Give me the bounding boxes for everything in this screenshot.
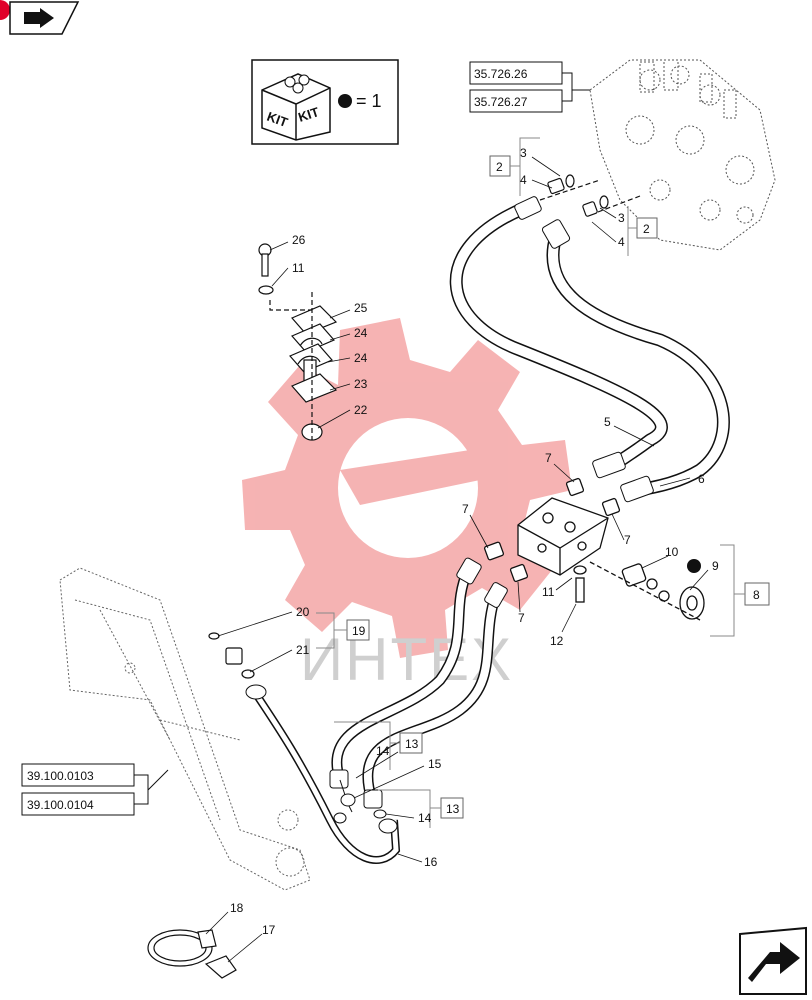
- callout-20[interactable]: 20: [296, 605, 310, 619]
- callout-6[interactable]: 6: [698, 472, 705, 486]
- callout-14-lower[interactable]: 14: [418, 811, 432, 825]
- next-page-arrow-icon[interactable]: [739, 926, 807, 995]
- book-arrow-icon[interactable]: [0, 0, 80, 35]
- callout-22[interactable]: 22: [354, 403, 368, 417]
- kit-dot-icon: [338, 94, 352, 108]
- callout-5[interactable]: 5: [604, 415, 611, 429]
- callout-11-upper[interactable]: 11: [292, 261, 305, 275]
- callout-numbers: 26 11 25 24 24 23 22 3 4 3 4 5 6 7 7 7 7…: [230, 146, 719, 937]
- callout-18[interactable]: 18: [230, 901, 244, 915]
- pipe-16: [245, 684, 401, 864]
- box-13-upper[interactable]: 13: [405, 737, 419, 751]
- hose-pair-13: [329, 557, 508, 809]
- box-2-upper[interactable]: 2: [496, 160, 503, 174]
- callout-12[interactable]: 12: [550, 634, 564, 648]
- box-13-lower[interactable]: 13: [446, 802, 460, 816]
- callout-10[interactable]: 10: [665, 545, 679, 559]
- callout-25[interactable]: 25: [354, 301, 368, 315]
- ref-39-100-0104[interactable]: 39.100.0104: [27, 798, 94, 812]
- kit-equals: = 1: [356, 91, 382, 111]
- kit-label-right: KIT: [296, 104, 321, 125]
- callout-15[interactable]: 15: [428, 757, 442, 771]
- ref-35-726-27[interactable]: 35.726.27: [474, 95, 528, 109]
- callout-7-b[interactable]: 7: [624, 533, 631, 547]
- boxed-numbers: 2 2 8 19 13 13: [316, 137, 770, 828]
- kit-legend: KIT KIT = 1: [251, 59, 399, 145]
- kit-label-left: KIT: [265, 109, 290, 130]
- callout-7-a[interactable]: 7: [545, 451, 552, 465]
- control-valve-outline: [589, 59, 776, 251]
- box-2-lower[interactable]: 2: [643, 222, 650, 236]
- callout-23[interactable]: 23: [354, 377, 368, 391]
- callout-11-lower[interactable]: 11: [542, 585, 555, 599]
- boom-outline: [59, 567, 311, 891]
- callout-24-b[interactable]: 24: [354, 351, 368, 365]
- callout-7-d[interactable]: 7: [518, 611, 525, 625]
- callout-4-lower[interactable]: 4: [618, 235, 625, 249]
- valve-block: [484, 477, 705, 621]
- reference-group-top: 35.726.26 35.726.27: [469, 61, 590, 113]
- upper-fittings: [539, 174, 641, 217]
- leader-lines: [205, 156, 709, 963]
- ref-35-726-26[interactable]: 35.726.26: [474, 67, 528, 81]
- callout-9[interactable]: 9: [712, 559, 719, 573]
- hose-clamp: [147, 929, 237, 979]
- reference-group-bottom: 39.100.0103 39.100.0104: [21, 763, 169, 816]
- box-8[interactable]: 8: [753, 588, 760, 602]
- hose-5: [449, 196, 668, 479]
- callout-21[interactable]: 21: [296, 643, 310, 657]
- callout-3-lower[interactable]: 3: [618, 211, 625, 225]
- ref-39-100-0103[interactable]: 39.100.0103: [27, 769, 94, 783]
- callout-14-upper[interactable]: 14: [376, 744, 390, 758]
- callout-16[interactable]: 16: [424, 855, 438, 869]
- callout-24-a[interactable]: 24: [354, 326, 368, 340]
- fitting-20-21: [208, 632, 255, 679]
- hose-6: [541, 219, 730, 503]
- watermark-gear-icon: [242, 318, 572, 658]
- callout-17[interactable]: 17: [262, 923, 276, 937]
- callout-26[interactable]: 26: [292, 233, 306, 247]
- callout-7-c[interactable]: 7: [462, 502, 469, 516]
- callout-3-upper[interactable]: 3: [520, 146, 527, 160]
- callout-4-upper[interactable]: 4: [520, 173, 527, 187]
- box-19[interactable]: 19: [352, 624, 366, 638]
- clamp-assembly: [258, 243, 338, 441]
- kit-marker-dot-icon: [687, 559, 701, 573]
